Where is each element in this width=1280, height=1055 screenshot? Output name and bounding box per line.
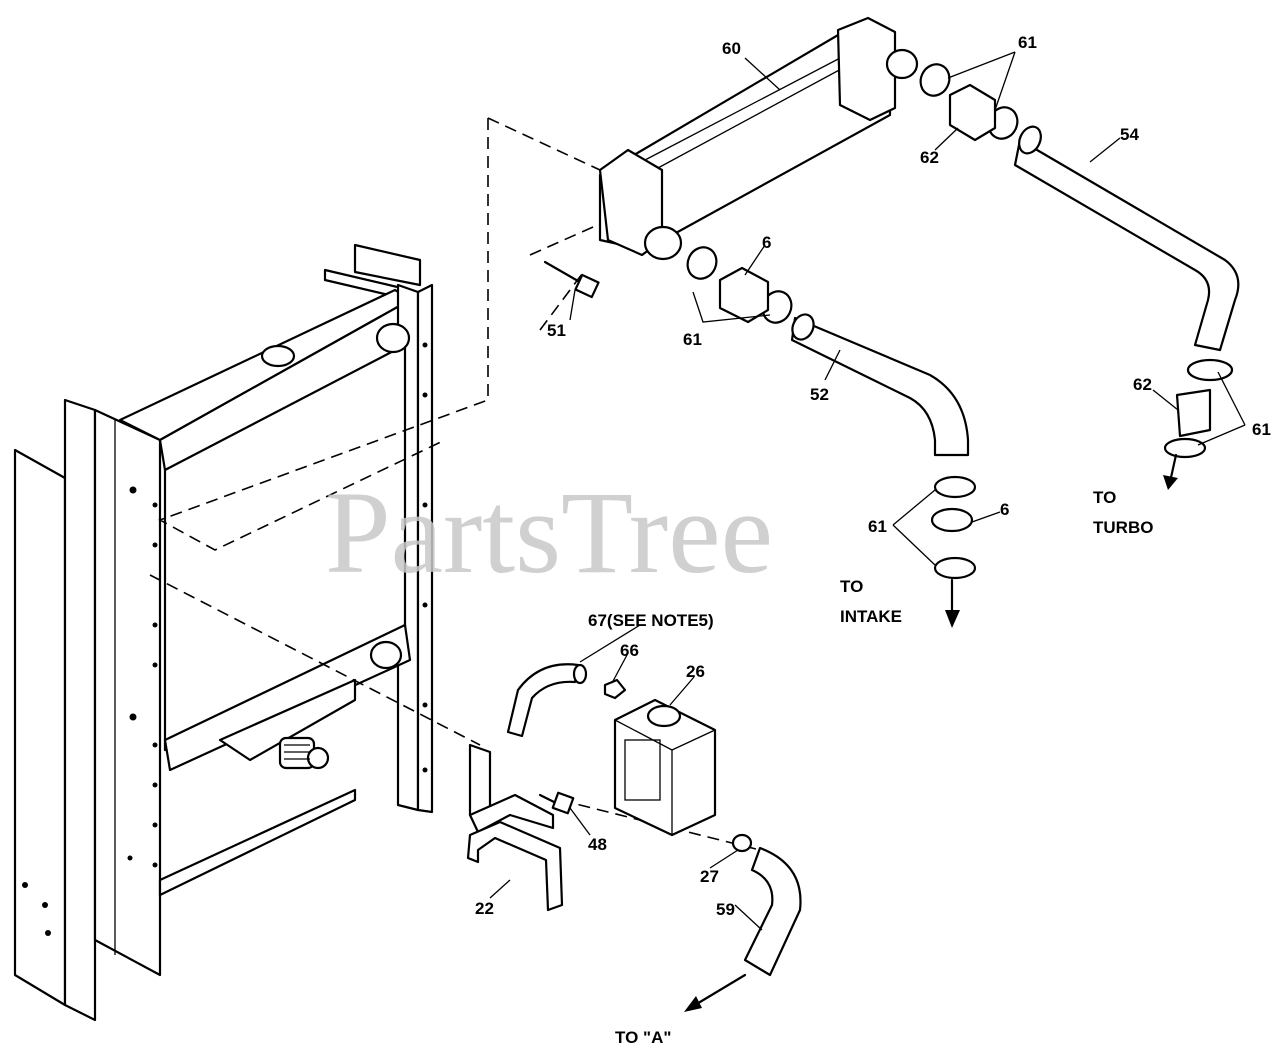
label-61-mid: 61 [683, 330, 702, 349]
label-67: 67(SEE NOTE5) [588, 611, 714, 630]
callout-to-intake-line2: INTAKE [840, 607, 902, 626]
drain-valve [278, 736, 330, 770]
side-panel-edge [63, 398, 97, 1022]
label-6-intake: 6 [1000, 500, 1009, 519]
right-rail-edge [416, 283, 434, 814]
label-48: 48 [588, 835, 607, 854]
hose-59 [743, 846, 802, 977]
clamp-icon [933, 556, 977, 580]
cooler-inlet [643, 225, 683, 261]
hose-52 [790, 316, 970, 457]
label-54: 54 [1120, 125, 1139, 144]
radiator-assembly [13, 243, 434, 1022]
label-66: 66 [620, 641, 639, 660]
rear-side-panel [13, 448, 67, 1007]
label-27: 27 [700, 867, 719, 886]
bottom-tank [163, 623, 412, 772]
clamp-icon [1163, 437, 1207, 459]
label-61-intake: 61 [868, 517, 887, 536]
hose-54 [1013, 138, 1240, 352]
label-26: 26 [686, 662, 705, 681]
upper-outlet [375, 322, 411, 354]
label-60: 60 [722, 39, 741, 58]
coolant-tank [613, 698, 717, 837]
lower-outlet [369, 640, 403, 670]
top-mount [353, 243, 422, 287]
label-6-top: 6 [762, 233, 771, 252]
filler-cap [260, 344, 296, 368]
cooler-right-tank [836, 16, 897, 122]
bottom-shroud [218, 678, 357, 762]
front-side-panel [93, 408, 162, 977]
coupler-62-lower [1175, 388, 1212, 438]
label-62-top: 62 [920, 148, 939, 167]
fasteners [538, 260, 753, 853]
tank-cap [646, 704, 682, 728]
label-52: 52 [810, 385, 829, 404]
bottom-rail [158, 788, 357, 897]
part-labels: 60 61 62 54 6 51 61 52 62 61 61 6 67(SEE… [475, 33, 1271, 919]
fitting-66 [603, 678, 627, 700]
callout-to-turbo-line1: TO [1093, 488, 1116, 507]
hoses [506, 125, 1240, 977]
hose-67 [506, 663, 580, 738]
bracket-cradle [466, 820, 564, 912]
couplers [718, 83, 1212, 533]
clamp-icon [686, 246, 718, 280]
cooler-outlet [885, 48, 919, 80]
clamp-icon [919, 63, 951, 97]
charge-air-cooler [598, 16, 919, 261]
callout-to-intake-line1: TO [840, 577, 863, 596]
bolt-48 [538, 791, 575, 815]
label-leaders [489, 51, 1246, 931]
direction-arrows [684, 453, 1178, 1012]
tank-bracket [466, 743, 564, 912]
callout-to-a: TO "A" [615, 1028, 671, 1047]
bolt-51 [543, 260, 600, 299]
label-61-right: 61 [1252, 420, 1271, 439]
coupler-62-upper [948, 83, 997, 142]
coupler-6-upper [718, 266, 770, 324]
clamp-icon [933, 475, 977, 499]
mounting-holes [22, 342, 428, 936]
watermark: PartsTree [325, 467, 773, 598]
label-22: 22 [475, 899, 494, 918]
label-51: 51 [547, 321, 566, 340]
fitting-27 [731, 833, 753, 853]
coupler-6-lower [930, 507, 974, 533]
clamp-icon [1186, 358, 1234, 382]
label-59: 59 [716, 900, 735, 919]
label-61-top: 61 [1018, 33, 1037, 52]
callout-to-turbo-line2: TURBO [1093, 518, 1153, 537]
label-62-right: 62 [1133, 375, 1152, 394]
direction-callouts: TO TURBO TO INTAKE TO "A" [615, 488, 1153, 1047]
